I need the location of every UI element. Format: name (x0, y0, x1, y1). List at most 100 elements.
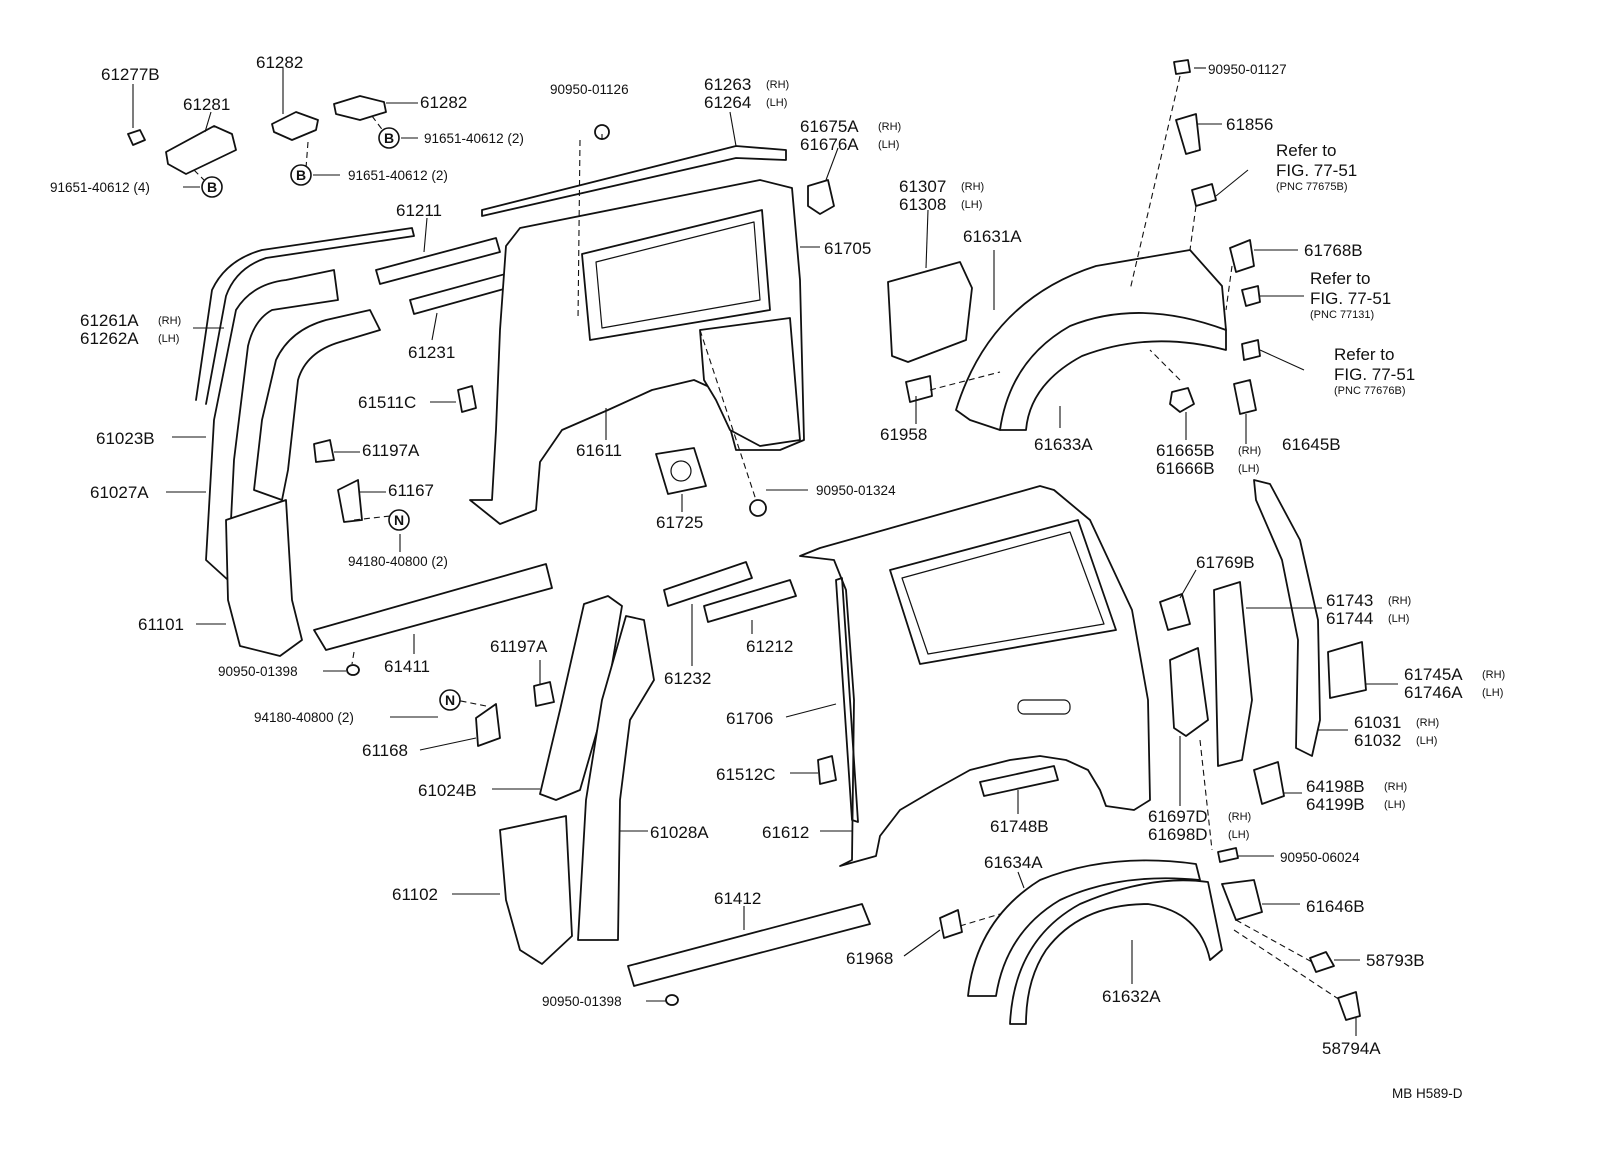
label-61665B: 61665B (1156, 441, 1215, 460)
badge-b-2: B (290, 164, 312, 186)
part-61212-rail (703, 579, 797, 623)
label-61666B-lh: (LH) (1238, 463, 1259, 475)
label-61611: 61611 (576, 441, 622, 460)
part-61632A-wheelhouse-outer (1009, 879, 1223, 1025)
part-61633A-wheelhouse-inner (999, 312, 1227, 431)
label-61197A-a: 61197A (362, 441, 420, 460)
label-61411: 61411 (384, 657, 430, 676)
badge-n-1-text: N (394, 512, 404, 528)
label-61666B: 61666B (1156, 459, 1215, 478)
label-61232: 61232 (664, 669, 711, 688)
label-61277B: 61277B (101, 65, 160, 84)
part-61612-handle (1017, 699, 1071, 715)
label-61023B: 61023B (96, 429, 155, 448)
part-61968-bracket (939, 909, 963, 939)
label-61743-rh: (RH) (1388, 595, 1411, 607)
part-61512C-clip (817, 755, 837, 785)
label-64199B-lh: (LH) (1384, 799, 1405, 811)
label-fig-2: FIG. 77-51 (1310, 289, 1391, 308)
label-90950-01398-a: 90950-01398 (218, 664, 298, 679)
label-91651-2-b: 91651-40612 (2) (424, 131, 524, 146)
label-61705: 61705 (824, 239, 871, 258)
label-61768B: 61768B (1304, 241, 1363, 260)
part-61769B-bracket (1159, 593, 1191, 631)
part-61743-pillar (1213, 581, 1253, 767)
label-61631A: 61631A (963, 227, 1022, 246)
label-64198B-rh: (RH) (1384, 781, 1407, 793)
part-61612-window-inner (901, 531, 1105, 655)
label-61697D-rh: (RH) (1228, 811, 1251, 823)
label-61028A: 61028A (650, 823, 709, 842)
part-61646B-bracket (1221, 879, 1263, 921)
label-90950-06024: 90950-06024 (1280, 850, 1360, 865)
label-61748B: 61748B (990, 817, 1049, 836)
part-61028A-pillar (577, 615, 655, 941)
badge-b-3: B (378, 127, 400, 149)
label-pnc-77675B: (PNC 77675B) (1276, 181, 1348, 193)
part-90950-01398-plug-b (665, 994, 679, 1006)
label-61282-a: 61282 (256, 53, 303, 72)
label-61282-b: 61282 (420, 93, 467, 112)
label-61031-rh: (RH) (1416, 717, 1439, 729)
part-61675A-bracket (807, 179, 835, 215)
label-refer-3: Refer to (1334, 345, 1394, 364)
label-61698D: 61698D (1148, 825, 1208, 844)
label-61746A-lh: (LH) (1482, 687, 1503, 699)
label-90950-01324: 90950-01324 (816, 483, 896, 498)
label-61634A: 61634A (984, 853, 1043, 872)
label-61632A: 61632A (1102, 987, 1161, 1006)
label-61743: 61743 (1326, 591, 1373, 610)
part-61665B-bracket (1169, 387, 1195, 413)
part-61307-inner-panel (887, 261, 973, 363)
label-61308: 61308 (899, 195, 946, 214)
label-61307-rh: (RH) (961, 181, 984, 193)
label-61308-lh: (LH) (961, 199, 982, 211)
badge-b-1: B (201, 176, 223, 198)
label-61612: 61612 (762, 823, 809, 842)
leader-lines (132, 67, 1398, 1036)
part-61031-pillar (1253, 479, 1321, 757)
label-58794A: 58794A (1322, 1039, 1381, 1058)
part-90950-01127-plug (1173, 59, 1191, 75)
part-61634A-wheelhouse-inner (967, 859, 1201, 997)
label-61725: 61725 (656, 513, 703, 532)
part-61277B (127, 129, 146, 146)
part-61102-inner-panel (499, 815, 573, 965)
label-61027A: 61027A (90, 483, 149, 502)
part-58794A-clip (1337, 991, 1361, 1021)
part-90950-01398-plug-a (346, 664, 360, 676)
label-64198B: 64198B (1306, 777, 1365, 796)
part-61745A-bracket (1327, 641, 1367, 699)
part-61023B-pillar (205, 269, 339, 581)
label-91651-2-a: 91651-40612 (2) (348, 168, 448, 183)
label-61744-lh: (LH) (1388, 613, 1409, 625)
part-61261A-moulding (195, 227, 415, 405)
part-61748B-panel (979, 765, 1059, 797)
part-labels: 61277B 61281 61282 61282 91651-40612 (4)… (50, 53, 1505, 1101)
label-61744: 61744 (1326, 609, 1373, 628)
part-61511C-clip (457, 385, 477, 413)
label-61665B-rh: (RH) (1238, 445, 1261, 457)
part-61197A-b-clip (533, 681, 555, 707)
part-61168-bracket (475, 703, 501, 747)
label-61698D-lh: (LH) (1228, 829, 1249, 841)
label-61856: 61856 (1226, 115, 1273, 134)
label-61706: 61706 (726, 709, 773, 728)
label-61211: 61211 (396, 201, 442, 220)
label-61262A: 61262A (80, 329, 139, 348)
part-61706-moulding (835, 577, 859, 823)
label-61675A: 61675A (800, 117, 859, 136)
part-61101-inner-panel (225, 499, 303, 657)
label-61261A-rh: (RH) (158, 315, 181, 327)
part-61282-b (333, 95, 387, 121)
label-61264-lh: (LH) (766, 97, 787, 109)
label-61032-lh: (LH) (1416, 735, 1437, 747)
label-refer-2: Refer to (1310, 269, 1370, 288)
label-61745A: 61745A (1404, 665, 1463, 684)
part-61211-rail (375, 237, 501, 285)
part-61024B-pillar (539, 595, 623, 801)
part-58793B-clip (1309, 951, 1335, 973)
label-61412: 61412 (714, 889, 761, 908)
part-77131-bracket (1241, 285, 1261, 307)
